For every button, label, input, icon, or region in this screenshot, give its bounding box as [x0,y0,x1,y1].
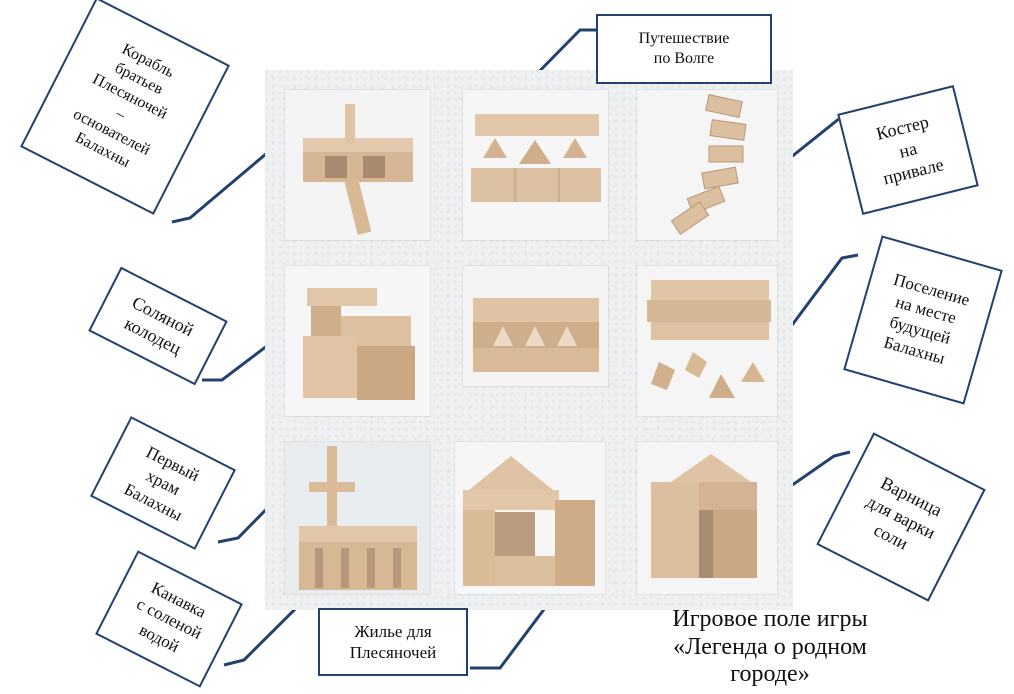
game-board [265,70,793,610]
photo-volga [463,90,608,240]
callout-well: Соляной колодец [88,266,228,386]
callout-canal: Канавка с соленой водой [95,550,243,688]
photo-housing [455,442,605,594]
photo-canal [463,266,608,386]
photo-saltworks [637,442,777,594]
callout-settlement: Поселение на месте будущей Балахны [843,235,1003,405]
photo-settlement [637,266,777,416]
photo-temple [285,442,430,594]
callout-ship: Корабль братьев Плесяночей – основателей… [20,0,230,215]
callout-saltworks: Варница для варки соли [816,432,986,602]
callout-fire: Костер на привале [837,85,979,215]
leader-housing [470,603,550,670]
board-title: Игровое поле игры «Легенда о родном горо… [600,606,940,689]
photo-ship [285,90,430,240]
board-title-line-3: городе» [730,661,810,688]
board-title-line-1: Игровое поле игры [672,606,868,632]
photo-well [285,266,430,416]
callout-volga: Путешествие по Волге [596,14,772,84]
board-title-line-2: «Легенда о родном [673,633,867,660]
photo-fire [637,90,777,240]
callout-temple: Первый храм Балахны [90,416,236,550]
callout-housing: Жилье для Плесяночей [318,608,468,676]
